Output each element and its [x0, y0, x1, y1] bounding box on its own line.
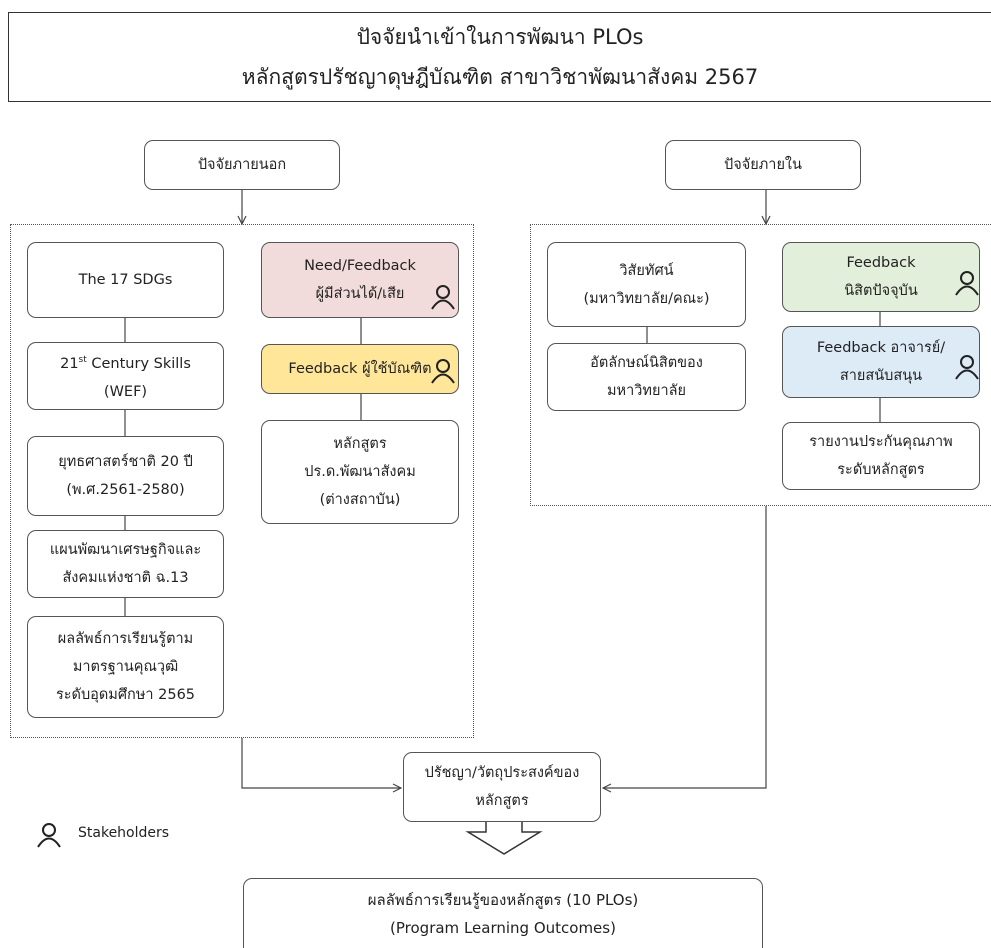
philosophy-objectives-box: ปรัชญา/วัตถุประสงค์ของ หลักสูตร [403, 752, 601, 822]
identity-line-2: มหาวิทยาลัย [607, 383, 686, 399]
vision-box: วิสัยทัศน์ (มหาวิทยาลัย/คณะ) [547, 242, 746, 327]
national-strategy-box: ยุทธศาสตร์ชาติ 20 ปี (พ.ศ.2561-2580) [27, 436, 224, 516]
internal-to-philosophy-arrow [603, 506, 767, 788]
curriculum-line-3: (ต่างสถาบัน) [319, 492, 401, 508]
curriculum-line-1: หลักสูตร [333, 436, 387, 452]
learning-standards-box: ผลลัพธ์การเรียนรู้ตาม มาตรฐานคุณวุฒิ ระด… [27, 616, 224, 718]
sdgs-box: The 17 SDGs [27, 242, 224, 318]
graduate-user-feedback-box: Feedback ผู้ใช้บัณฑิต [261, 344, 459, 394]
qa-line-1: รายงานประกันคุณภาพ [809, 434, 953, 450]
current-student-feedback-box: Feedback นิสิตปัจจุบัน [782, 242, 980, 312]
plan-line-1: แผนพัฒนาเศรษฐกิจและ [49, 542, 202, 558]
staff-line-1: Feedback อาจารย์/ [816, 340, 946, 356]
philosophy-line-2: หลักสูตร [475, 793, 529, 809]
internal-factors-container [530, 224, 991, 506]
person-icon [431, 285, 455, 310]
outcomes-line-1: ผลลัพธ์การเรียนรู้ตาม [57, 631, 194, 647]
feedback-users-label: Feedback ผู้ใช้บัณฑิต [288, 361, 432, 377]
external-header-label: ปัจจัยภายนอก [197, 157, 287, 173]
external-factors-header: ปัจจัยภายนอก [144, 140, 340, 190]
sdgs-label: The 17 SDGs [78, 272, 173, 288]
internal-factors-header: ปัจจัยภายใน [665, 140, 861, 190]
vision-line-1: วิสัยทัศน์ [619, 262, 674, 279]
strategy-line-1: ยุทธศาสตร์ชาติ 20 ปี [58, 454, 193, 470]
legend-label: Stakeholders [78, 825, 170, 841]
curriculum-line-2: ปร.ด.พัฒนาสังคม [304, 464, 416, 480]
plo-line-1: ผลลัพธ์การเรียนรู้ของหลักสูตร (10 PLOs) [367, 890, 639, 909]
identity-line-1: อัตลักษณ์นิสิตของ [590, 355, 703, 371]
need-line-2: ผู้มีส่วนได้/เสีย [315, 286, 405, 302]
plo-output-box: ผลลัพธ์การเรียนรู้ของหลักสูตร (10 PLOs) … [243, 878, 763, 948]
plan-line-2: สังคมแห่งชาติ ฉ.13 [62, 570, 189, 586]
external-factors-container [10, 224, 474, 738]
vision-line-2: (มหาวิทยาลัย/คณะ) [583, 290, 710, 307]
internal-header-label: ปัจจัยภายใน [724, 157, 802, 173]
title-line-1: ปัจจัยนำเข้าในการพัฒนา PLOs [356, 25, 644, 49]
person-icon [955, 355, 979, 380]
century-skills-line-2: (WEF) [103, 383, 148, 400]
person-icon [431, 359, 455, 384]
qa-report-box: รายงานประกันคุณภาพ ระดับหลักสูตร [782, 422, 980, 490]
external-to-philosophy-arrow [241, 738, 401, 788]
other-curriculum-box: หลักสูตร ปร.ด.พัฒนาสังคม (ต่างสถาบัน) [261, 420, 459, 524]
student-identity-box: อัตลักษณ์นิสิตของ มหาวิทยาลัย [547, 343, 746, 411]
students-line-1: Feedback [846, 255, 916, 271]
outcomes-line-2: มาตรฐานคุณวุฒิ [72, 659, 179, 675]
title-line-2: หลักสูตรปรัชญาดุษฎีบัณฑิต สาขาวิชาพัฒนาส… [241, 65, 759, 89]
plo-line-2: (Program Learning Outcomes) [390, 918, 616, 937]
qa-line-2: ระดับหลักสูตร [837, 462, 925, 478]
stakeholder-need-box: Need/Feedback ผู้มีส่วนได้/เสีย [261, 242, 459, 318]
staff-feedback-box: Feedback อาจารย์/ สายสนับสนุน [782, 326, 980, 398]
person-icon [955, 271, 979, 296]
staff-line-2: สายสนับสนุน [839, 368, 923, 384]
strategy-line-2: (พ.ศ.2561-2580) [66, 482, 185, 498]
development-plan-box: แผนพัฒนาเศรษฐกิจและ สังคมแห่งชาติ ฉ.13 [27, 530, 224, 598]
students-line-2: นิสิตปัจจุบัน [844, 283, 918, 299]
need-line-1: Need/Feedback [304, 258, 416, 274]
century-skills-box: 21st Century Skills (WEF) [27, 342, 224, 410]
century-skills-line-1: 21st Century Skills [60, 355, 191, 372]
legend-person-icon [37, 823, 61, 848]
philosophy-line-1: ปรัชญา/วัตถุประสงค์ของ [424, 765, 580, 781]
diagram-title: ปัจจัยนำเข้าในการพัฒนา PLOs หลักสูตรปรัช… [8, 12, 991, 102]
outcomes-line-3: ระดับอุดมศึกษา 2565 [55, 687, 196, 703]
